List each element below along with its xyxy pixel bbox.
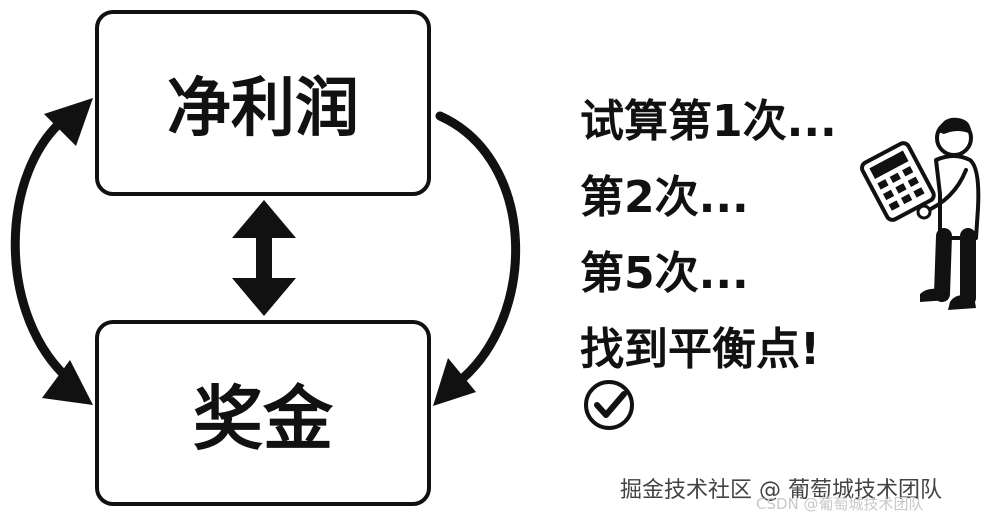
net-profit-box: 净利润 — [95, 10, 431, 196]
watermark-faint: CSDN @葡萄城技术团队 — [756, 495, 924, 513]
double-arrow-shaft — [256, 226, 272, 288]
left-curved-arrow-head-bottom — [42, 360, 93, 405]
step-3: 第5次... — [580, 248, 749, 299]
left-curved-arrow — [10, 111, 77, 387]
bonus-box: 奖金 — [95, 320, 431, 506]
watermark-main: 掘金技术社区 @ 葡萄城技术团队 — [620, 478, 942, 503]
double-arrow-head-up — [232, 200, 296, 238]
iteration-steps: 试算第1次... 第2次... 第5次... 找到平衡点! — [580, 84, 837, 388]
bonus-label: 奖金 — [193, 377, 333, 460]
step-1: 试算第1次... — [580, 96, 837, 147]
double-arrow-head-down — [232, 278, 296, 316]
step-4: 找到平衡点! — [580, 324, 821, 375]
right-curved-arrow — [435, 111, 520, 389]
step-2: 第2次... — [580, 172, 749, 223]
checkmark-circle-icon — [584, 380, 634, 430]
net-profit-label: 净利润 — [167, 72, 359, 146]
left-curved-arrow-head-top — [44, 98, 93, 146]
person-with-calculator-icon — [860, 117, 981, 310]
right-curved-arrow-head — [433, 358, 476, 406]
